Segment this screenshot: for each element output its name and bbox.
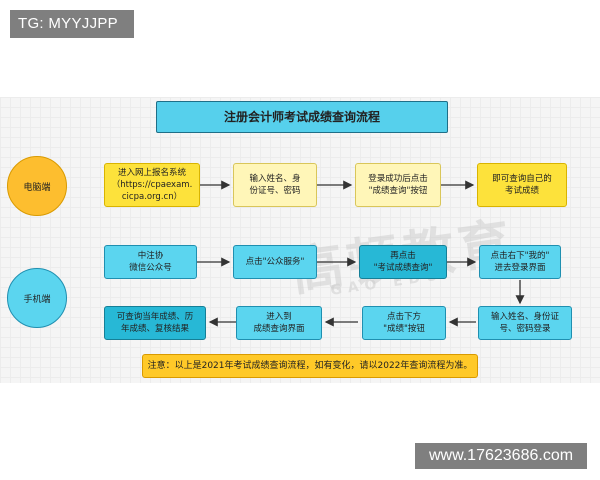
pc-step-3: 登录成功后点击 "成绩查询"按钮 [355,163,441,207]
diagram-title: 注册会计师考试成绩查询流程 [156,101,448,133]
mobile-step-2: 点击"公众服务" [233,245,317,279]
note-banner: 注意：以上是2021年考试成绩查询流程，如有变化，请以2022年查询流程为准。 [142,354,478,378]
pc-step-4: 即可查询自己的 考试成绩 [477,163,567,207]
mobile-step-3: 再点击 "考试成绩查询" [359,245,447,279]
mobile-step-4: 点击右下"我的" 进去登录界面 [479,245,561,279]
mobile-step-5: 输入姓名、身份证 号、密码登录 [478,306,572,340]
mobile-step-7: 进入到 成绩查询界面 [236,306,322,340]
pc-step-2: 输入姓名、身 份证号、密码 [233,163,317,207]
watermark-bottom: www.17623686.com [415,443,587,469]
mobile-step-8: 可查询当年成绩、历 年成绩、复核结果 [104,306,206,340]
watermark-top: TG: MYYJJPP [10,10,134,38]
lane-pc: 电脑端 [7,156,67,216]
mobile-step-6: 点击下方 "成绩"按钮 [362,306,446,340]
pc-step-1: 进入网上报名系统 （https://cpaexam. cicpa.org.cn） [104,163,200,207]
lane-mobile: 手机端 [7,268,67,328]
mobile-step-1: 中注协 微信公众号 [104,245,197,279]
